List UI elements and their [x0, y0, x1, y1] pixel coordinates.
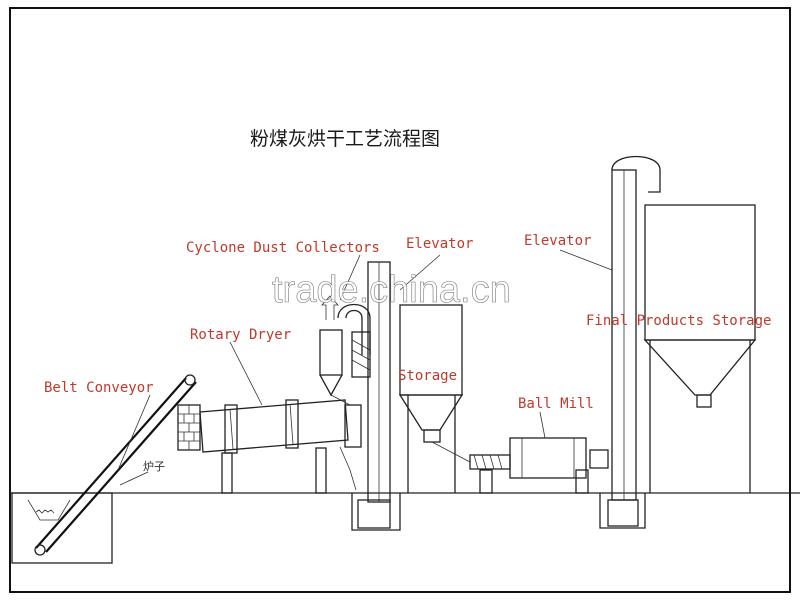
- watermark: trade.china.cn: [272, 269, 511, 311]
- furnace: [177, 404, 201, 451]
- final-products-storage: [643, 204, 757, 493]
- label-elevator-1: Elevator: [406, 236, 473, 252]
- label-cyclone-dust-collectors: Cyclone Dust Collectors: [186, 240, 380, 256]
- elevator-2: [599, 155, 661, 529]
- ball-mill: [431, 437, 609, 494]
- label-elevator-2: Elevator: [524, 233, 591, 249]
- label-storage: Storage: [398, 368, 457, 384]
- cyclone-dust-collectors: [319, 295, 371, 406]
- elevator-1: [351, 261, 401, 531]
- label-ball-mill: Ball Mill: [518, 396, 594, 412]
- label-belt-conveyor: Belt Conveyor: [44, 380, 154, 396]
- label-final-products-storage: Final Products Storage: [586, 313, 771, 329]
- diagram-frame: [9, 7, 791, 593]
- label-rotary-dryer: Rotary Dryer: [190, 327, 291, 343]
- diagram-title: 粉煤灰烘干工艺流程图: [250, 128, 440, 150]
- leader-lines: [117, 249, 613, 486]
- rotary-dryer: [199, 399, 362, 494]
- feed-pit: [11, 492, 113, 564]
- belt-conveyor: [34, 374, 197, 556]
- storage-silo: [398, 304, 464, 493]
- label-furnace: 炉子: [143, 460, 165, 473]
